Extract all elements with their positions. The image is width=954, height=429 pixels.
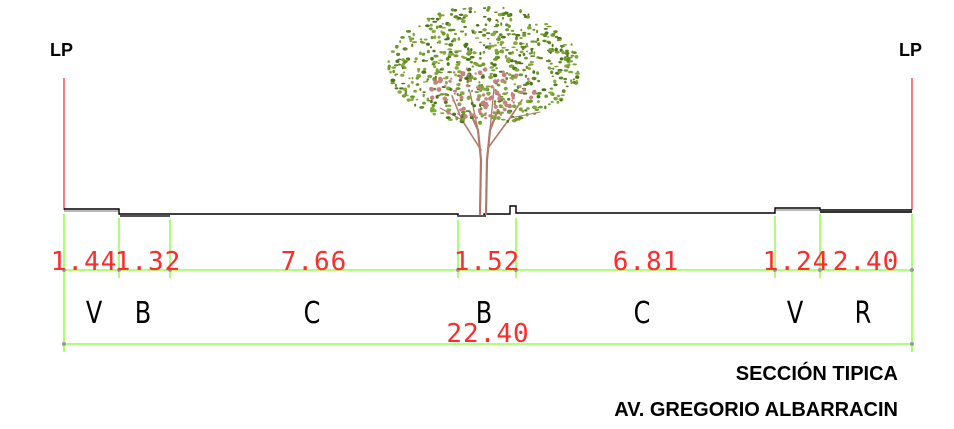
zone-letter-c2: C (634, 296, 651, 330)
tree-foliage (387, 6, 580, 125)
dimension-label-c1: 7.66 (281, 247, 348, 277)
section-title: SECCIÓN TIPICA (736, 361, 898, 385)
tree-icon (387, 6, 580, 216)
zone-letter-v1: V (86, 296, 103, 330)
ground-profile (64, 205, 912, 217)
zone-letter-b2: B (476, 296, 492, 330)
zone-letter-v2: V (787, 296, 804, 330)
zone-letter-b1: B (135, 296, 151, 330)
dimension-label-r: 2.40 (833, 247, 900, 277)
total-width-label: 22.40 (446, 319, 529, 349)
dimension-ticks (62, 268, 914, 346)
tree-trunk (439, 87, 541, 216)
zone-letter-c1: C (304, 296, 321, 330)
right-lp-label: LP (899, 40, 922, 60)
dimension-label-v1: 1.44 (51, 247, 118, 277)
dimension-label-b1: 1.32 (115, 247, 182, 277)
dimension-label-v2: 1.24 (763, 247, 830, 277)
dimension-label-b2: 1.52 (454, 247, 521, 277)
section-subtitle: AV. GREGORIO ALBARRACIN (614, 399, 898, 421)
zone-letter-r: R (855, 296, 872, 330)
left-lp-label: LP (50, 40, 73, 60)
dimension-label-c2: 6.81 (613, 247, 680, 277)
